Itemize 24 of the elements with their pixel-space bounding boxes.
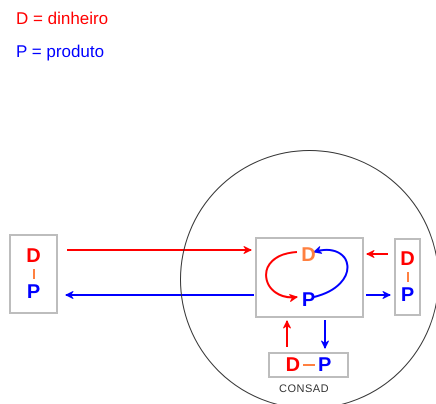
arrow — [314, 246, 348, 298]
letter-label: D — [400, 249, 415, 269]
letter-label: P — [26, 282, 40, 302]
agent-box — [394, 238, 421, 316]
agent-box — [9, 234, 58, 314]
arrow — [66, 290, 254, 300]
boundary-circle — [180, 150, 436, 404]
caption-text: CONSAD — [279, 383, 330, 395]
arrow — [282, 320, 292, 347]
agent-box — [268, 352, 349, 378]
letter-label: P — [400, 285, 414, 305]
legend-text: D = dinheiro — [16, 9, 108, 29]
letter-label: D — [301, 245, 316, 265]
arrow — [366, 250, 388, 258]
exchange-box — [255, 237, 364, 318]
letter-label: P — [318, 355, 332, 375]
letter-label: D — [286, 355, 300, 375]
arrow — [265, 251, 298, 302]
legend-text: P = produto — [16, 42, 104, 62]
letter-label: D — [26, 246, 41, 266]
arrow — [366, 290, 390, 300]
arrow — [320, 320, 330, 348]
letter-label: P — [301, 290, 316, 310]
arrow — [67, 246, 252, 254]
